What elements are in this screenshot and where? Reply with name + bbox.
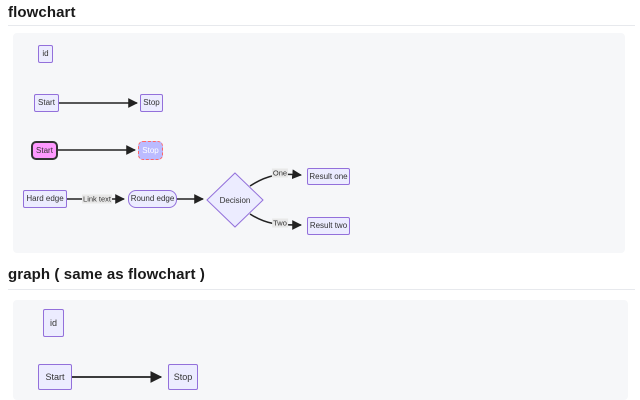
node-hard-edge: Hard edge [23, 190, 67, 208]
graph-diagram-panel: id Start Stop [13, 300, 628, 400]
node-start: Start [38, 364, 72, 390]
node-start: Start [34, 94, 59, 112]
section-title-graph: graph ( same as flowchart ) [8, 266, 205, 283]
node-round-edge: Round edge [128, 190, 177, 208]
node-stop: Stop [168, 364, 198, 390]
flowchart-diagram-panel: id Start Stop Start Stop Hard edge Round… [13, 33, 625, 253]
section-divider [8, 25, 635, 26]
node-start-styled: Start [31, 141, 58, 160]
section-divider [8, 289, 635, 290]
node-decision-label: Decision [219, 195, 251, 205]
node-id: id [43, 309, 64, 337]
graph-edges-layer [72, 371, 163, 383]
edge-label-two: Two [272, 218, 288, 228]
edge-label-one: One [271, 168, 289, 178]
node-stop-styled: Stop [138, 141, 163, 160]
section-title-flowchart: flowchart [8, 4, 76, 21]
node-result-one: Result one [307, 168, 350, 185]
node-stop: Stop [140, 94, 163, 112]
edge-label-link-text: Link text [82, 194, 112, 204]
node-id: id [38, 45, 53, 63]
node-result-two: Result two [307, 217, 350, 235]
